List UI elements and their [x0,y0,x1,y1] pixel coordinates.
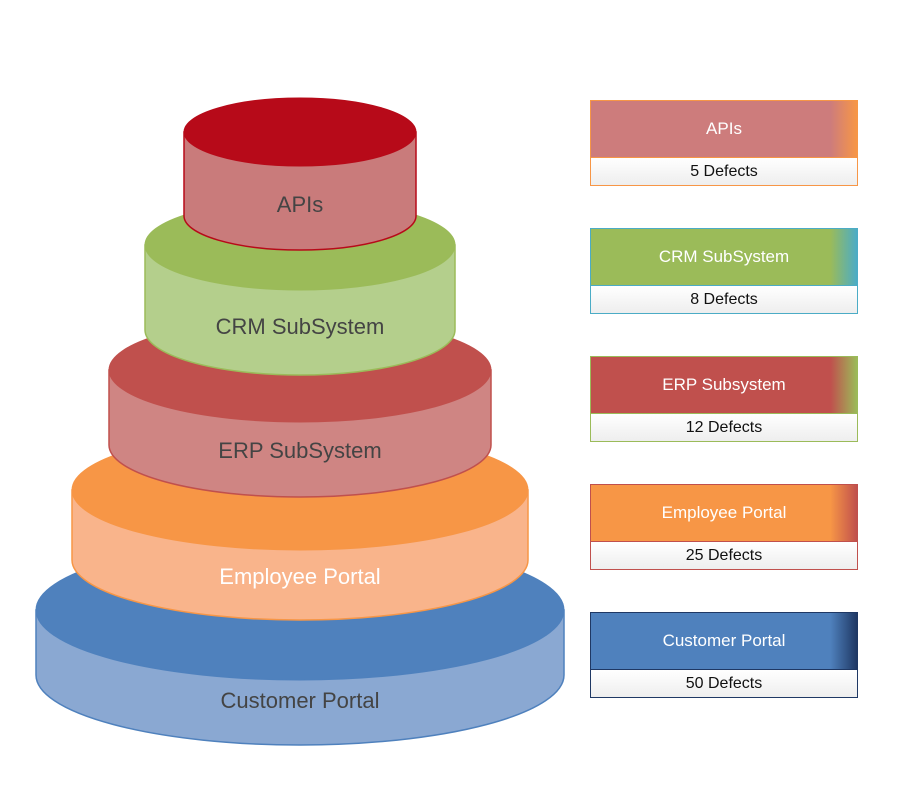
tier-top [183,97,417,167]
tier-label: Customer Portal [221,688,380,713]
legend-card-customer-portal: Customer Portal 50 Defects [590,612,858,698]
tier-label: Employee Portal [219,564,380,589]
legend-card-employee-portal: Employee Portal 25 Defects [590,484,858,570]
defect-stack: Customer Portal Employee Portal ERP SubSys… [35,97,565,746]
legend-value: 5 Defects [590,157,858,186]
legend-value: 50 Defects [590,669,858,698]
tier-label: APIs [277,192,323,217]
tier-label: ERP SubSystem [218,438,381,463]
legend-title: ERP Subsystem [590,356,858,413]
legend-card-apis: APIs 5 Defects [590,100,858,186]
legend-value: 12 Defects [590,413,858,442]
legend-value: 25 Defects [590,541,858,570]
legend-title: CRM SubSystem [590,228,858,285]
tier-apis: APIs [183,97,417,251]
legend-title: Employee Portal [590,484,858,541]
legend-title: Customer Portal [590,612,858,669]
legend-title: APIs [590,100,858,157]
legend-value: 8 Defects [590,285,858,314]
legend-card-erp-subsystem: ERP Subsystem 12 Defects [590,356,858,442]
tier-label: CRM SubSystem [216,314,385,339]
legend-card-crm-subsystem: CRM SubSystem 8 Defects [590,228,858,314]
